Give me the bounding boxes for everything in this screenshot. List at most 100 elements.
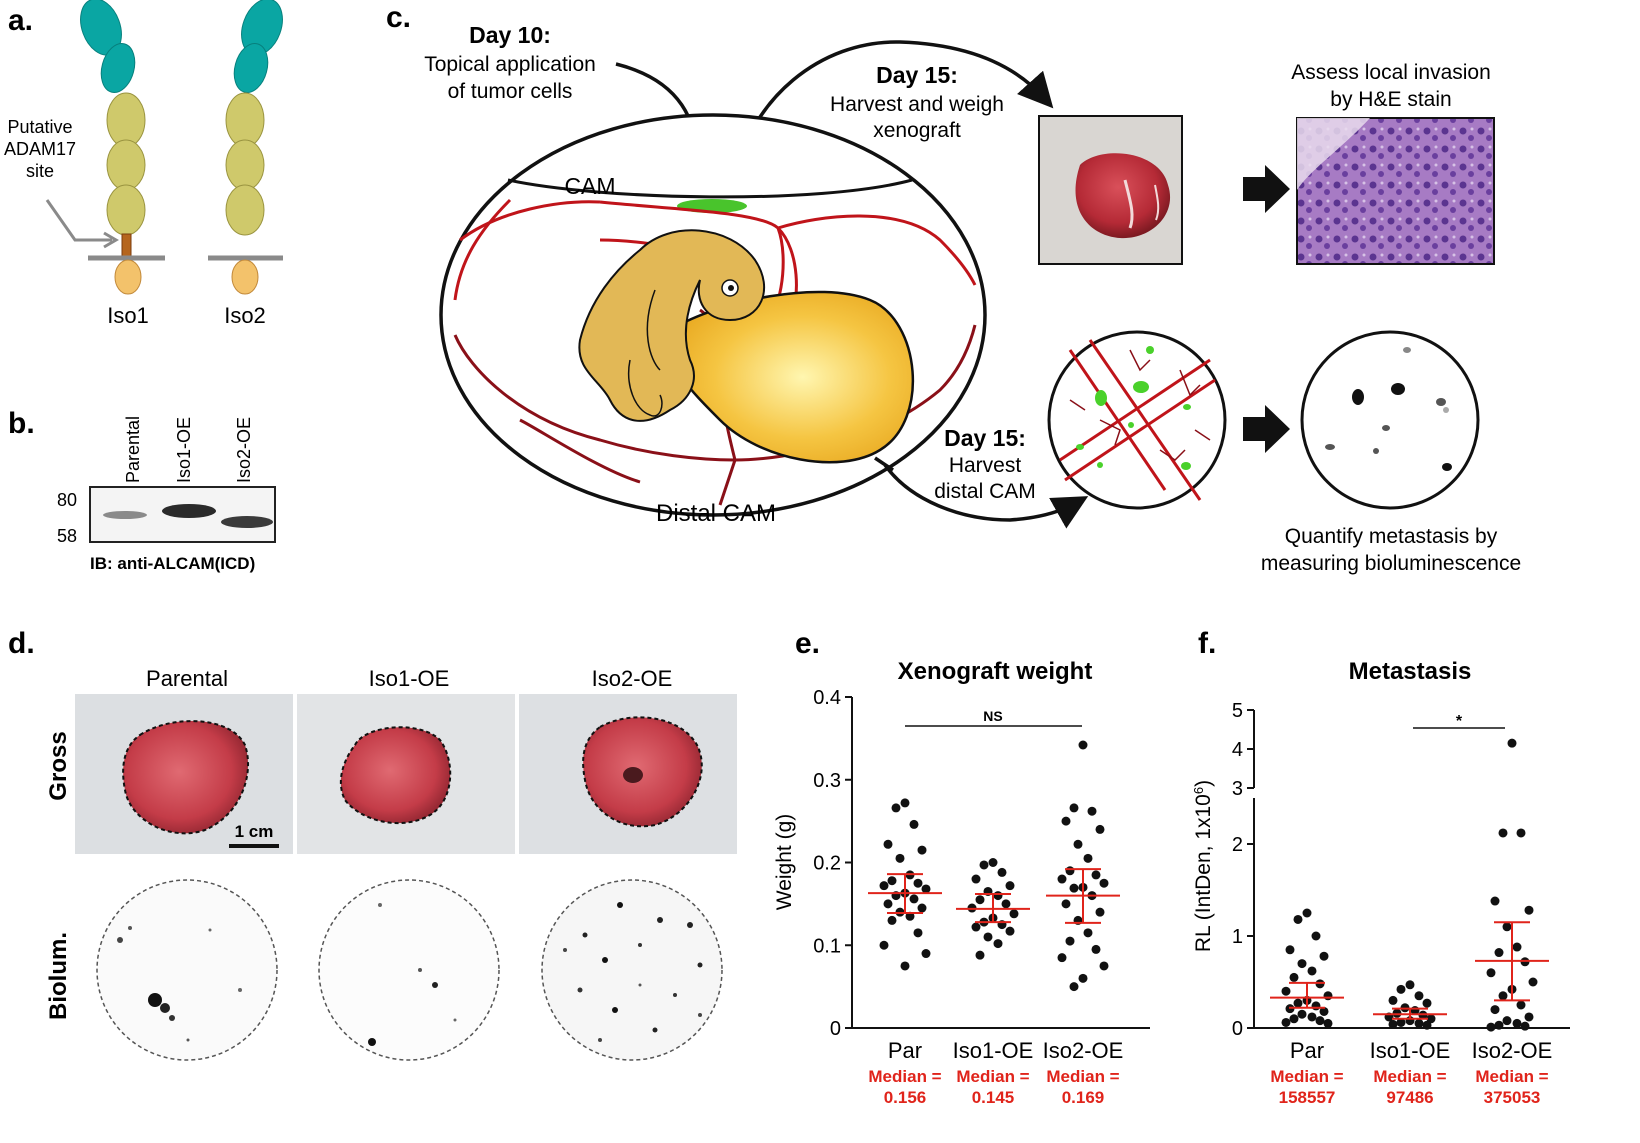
data-point [905, 911, 915, 921]
data-point [1005, 881, 1015, 891]
biolum-spots [1325, 347, 1452, 471]
data-point [1524, 905, 1534, 915]
data-point [1095, 824, 1105, 834]
biolum-iso1 [318, 879, 500, 1061]
y-tick-label: 3 [1232, 778, 1243, 800]
data-point [1297, 959, 1307, 969]
day15b-line1: Harvest [949, 454, 1022, 477]
median-value: 158557 [1279, 1088, 1336, 1107]
panel-b-letter: b. [8, 407, 35, 440]
data-point [879, 940, 889, 950]
data-point [917, 903, 927, 913]
data-point [1065, 866, 1075, 876]
data-point [1099, 961, 1109, 971]
data-point [1319, 1006, 1329, 1016]
data-point [921, 884, 931, 894]
biolum-circle [1300, 330, 1480, 510]
iso1-label: Iso1 [107, 303, 149, 328]
data-point [1293, 914, 1303, 924]
data-point [1490, 896, 1500, 906]
chart-f-sig-label: * [1456, 713, 1463, 730]
y-tick-label: 2 [1232, 834, 1243, 856]
median-label: Median = [1270, 1067, 1343, 1086]
data-point [1091, 944, 1101, 954]
col-iso2-oe: Iso2-OE [592, 666, 673, 691]
day10-title: Day 10: [469, 22, 551, 48]
distal-cam-label: Distal CAM [656, 500, 776, 527]
data-point [909, 819, 919, 829]
adam17-label-2: ADAM17 [4, 139, 76, 159]
data-point [1323, 1018, 1333, 1028]
data-point [1528, 977, 1538, 987]
day10-line2: of tumor cells [448, 80, 573, 103]
data-point [1307, 966, 1317, 976]
panel-c: c. Day 10: Topical application of tumor … [386, 1, 1521, 575]
data-point [1073, 839, 1083, 849]
data-point [1520, 1021, 1530, 1031]
data-point [900, 798, 910, 808]
data-point [883, 839, 893, 849]
data-point [1486, 968, 1496, 978]
y-tick-label: 1 [1232, 926, 1243, 948]
lane-parental: Parental [123, 416, 143, 483]
biolum-iso2 [541, 879, 723, 1061]
panel-c-letter: c. [386, 1, 411, 34]
data-point [1414, 991, 1424, 1001]
data-point [1502, 922, 1512, 932]
chart-e-title: Xenograft weight [898, 658, 1093, 685]
arrow-to-he [1243, 165, 1290, 213]
day15b-title: Day 15: [944, 425, 1026, 451]
col-parental: Parental [146, 666, 228, 691]
y-tick-label: 0.1 [813, 935, 841, 957]
data-point [1494, 948, 1504, 958]
median-label: Median = [868, 1067, 941, 1086]
median-value: 0.145 [972, 1088, 1015, 1107]
row-gross: Gross [45, 731, 72, 800]
x-category-label: Par [888, 1038, 922, 1063]
data-point [887, 915, 897, 925]
chick-embryo [578, 229, 766, 422]
panel-e: e. Xenograft weight Weight (g) 00.10.20.… [773, 627, 1150, 1107]
data-point [887, 876, 897, 886]
data-point [997, 867, 1007, 877]
data-point [879, 881, 889, 891]
panel-f-letter: f. [1198, 627, 1216, 660]
data-point [993, 891, 1003, 901]
gross-photo-parental: 1 cm [75, 694, 293, 854]
data-point [1009, 909, 1019, 919]
mw-80: 80 [57, 490, 77, 510]
data-point [891, 803, 901, 813]
panel-a: a. Putative ADAM17 site Iso1 Iso2 [4, 0, 283, 328]
y-tick-label: 0.4 [813, 687, 841, 709]
data-point [1507, 738, 1517, 748]
median-value: 0.169 [1062, 1088, 1105, 1107]
band-iso2 [221, 516, 273, 528]
y-tick-label: 0.3 [813, 770, 841, 792]
y-tick-label: 0 [1232, 1018, 1243, 1040]
chart-f-ylabel: RL (IntDen, 1x106) [1191, 780, 1216, 952]
data-point [1095, 907, 1105, 917]
band-parental [103, 511, 147, 519]
day15a-title: Day 15: [876, 62, 958, 88]
arrow-harvest-distal [883, 463, 1089, 529]
air-sac-line [507, 178, 913, 199]
data-point [1516, 1000, 1526, 1010]
mw-58: 58 [57, 526, 77, 546]
band-iso1 [162, 504, 216, 518]
data-point [1078, 740, 1088, 750]
data-point [971, 922, 981, 932]
gross-photo-iso1 [297, 694, 515, 854]
cam-label: CAM [564, 173, 615, 199]
data-point [1289, 972, 1299, 982]
median-label: Median = [1475, 1067, 1548, 1086]
data-point [1426, 1014, 1436, 1024]
data-point [1512, 1018, 1522, 1028]
data-point [1311, 931, 1321, 941]
data-point [1087, 806, 1097, 816]
data-point [1069, 803, 1079, 813]
day10-line1: Topical application [424, 53, 596, 76]
data-point [1285, 945, 1295, 955]
data-point [1061, 899, 1071, 909]
iso2-molecule [208, 0, 283, 295]
data-point [1388, 995, 1398, 1005]
